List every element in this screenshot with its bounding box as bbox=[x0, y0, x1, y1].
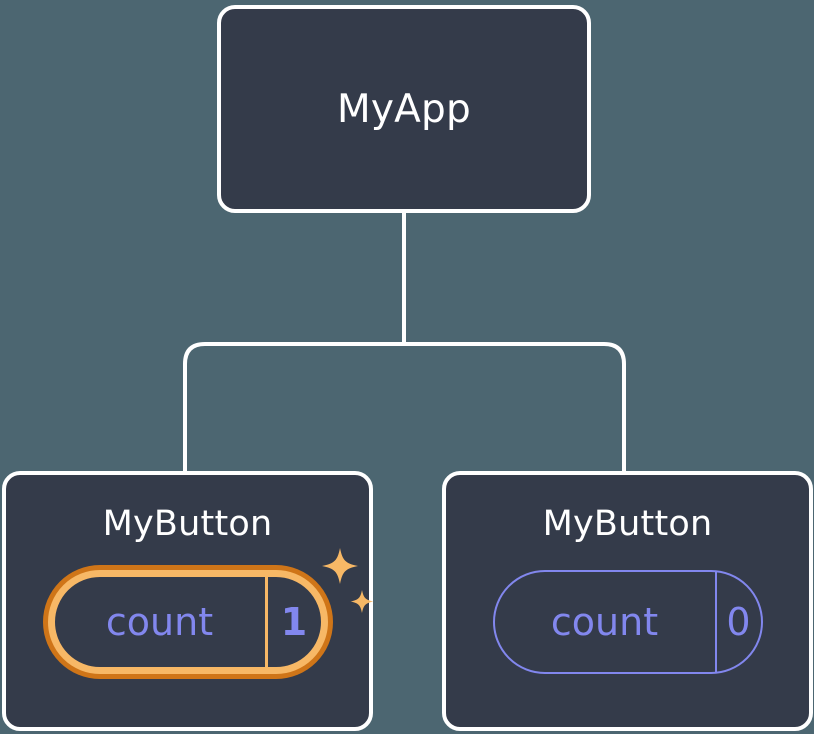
state-pill-divider bbox=[264, 577, 268, 667]
component-node-title: MyButton bbox=[102, 504, 273, 544]
state-pill-divider bbox=[714, 572, 717, 672]
state-pill-highlighted[interactable]: count 1 bbox=[47, 570, 328, 674]
connector-branch-left bbox=[183, 342, 404, 471]
state-value-label: 0 bbox=[726, 600, 751, 644]
state-value-label: 1 bbox=[280, 600, 308, 644]
component-node-root[interactable]: MyApp bbox=[217, 5, 591, 213]
state-pill-wrapper: count 1 bbox=[47, 548, 373, 674]
component-node-child-right[interactable]: MyButton count 0 bbox=[442, 471, 813, 731]
sparkle-large-icon bbox=[321, 548, 358, 584]
state-key-label: count bbox=[105, 600, 214, 644]
state-pill-wrapper: count 0 bbox=[492, 570, 763, 674]
connector-branch-right bbox=[404, 342, 626, 471]
sparkle-small-icon bbox=[350, 590, 373, 613]
state-pill-plain[interactable]: count 0 bbox=[492, 570, 763, 674]
component-node-title: MyApp bbox=[337, 86, 471, 132]
sparkles-group bbox=[321, 548, 373, 613]
component-node-title: MyButton bbox=[542, 504, 713, 544]
state-key-label: count bbox=[550, 600, 659, 644]
component-node-child-left[interactable]: MyButton count 1 bbox=[2, 471, 373, 731]
